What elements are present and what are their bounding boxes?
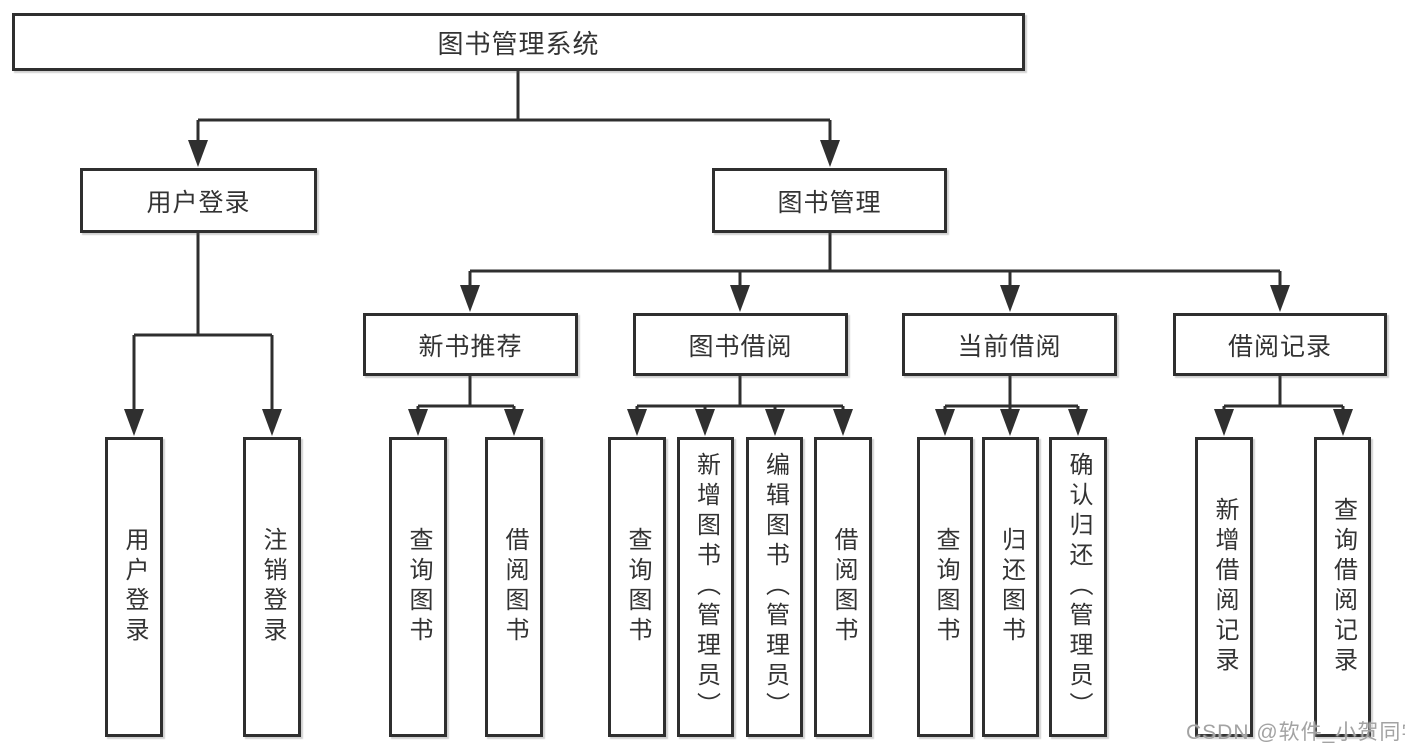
arrowhead-icon [820, 140, 840, 167]
node-label: 查询图书 [405, 527, 432, 647]
arrowhead-icon [1068, 409, 1088, 436]
node-new-book-recommend: 新书推荐 [363, 313, 578, 376]
node-book-management: 图书管理 [712, 168, 947, 233]
arrowhead-icon [1000, 285, 1020, 312]
node-user-login-branch: 用户登录 [80, 168, 317, 233]
leaf-records-query-record: 查询借阅记录 [1314, 437, 1371, 737]
node-current-borrowing: 当前借阅 [902, 313, 1117, 376]
node-label: 借阅图书 [830, 527, 857, 647]
arrowhead-icon [935, 409, 955, 436]
leaf-borrow-edit-books-admin: 编辑图书（管理员） [746, 437, 803, 737]
leaf-logout: 注销登录 [243, 437, 301, 737]
node-label: 当前借阅 [957, 332, 1062, 361]
arrowhead-icon [833, 409, 853, 436]
node-label: 归还图书 [997, 527, 1025, 647]
node-book-borrowing: 图书借阅 [633, 313, 848, 376]
node-label: 用户登录 [146, 188, 251, 217]
node-label: 图书借阅 [688, 332, 793, 361]
leaf-records-add-record: 新增借阅记录 [1195, 437, 1253, 737]
leaf-user-login: 用户登录 [105, 437, 163, 737]
arrowhead-icon [188, 140, 208, 167]
leaf-newbook-query-books: 查询图书 [389, 437, 447, 737]
arrowhead-icon [124, 409, 144, 436]
node-borrowing-records: 借阅记录 [1173, 313, 1387, 376]
arrowhead-icon [460, 285, 480, 312]
arrowhead-icon [695, 409, 715, 436]
arrowhead-icon [1000, 409, 1020, 436]
node-label: 查询借阅记录 [1329, 497, 1357, 677]
connector-records-to-leaves [1214, 376, 1353, 436]
leaf-newbook-borrow-books: 借阅图书 [485, 437, 543, 737]
csdn-watermark: CSDN @软件_小贺同学 [1186, 721, 1405, 744]
node-label: 用户登录 [121, 527, 148, 647]
connector-current-to-leaves [935, 376, 1088, 436]
leaf-borrow-add-books-admin: 新增图书（管理员） [677, 437, 734, 737]
node-label: 借阅记录 [1227, 332, 1332, 361]
node-label: 注销登录 [259, 527, 286, 647]
arrowhead-icon [1333, 409, 1353, 436]
node-label: 查询图书 [932, 527, 959, 647]
connector-root-to-level1 [188, 70, 840, 167]
arrowhead-icon [627, 409, 647, 436]
node-label: 编辑图书（管理员） [761, 452, 789, 722]
connector-bookmgmt-to-level2 [460, 233, 1290, 312]
arrowhead-icon [730, 285, 750, 312]
arrowhead-icon [408, 409, 428, 436]
node-label: 确认归还（管理员） [1065, 452, 1092, 722]
arrowhead-icon [765, 409, 785, 436]
node-label: 借阅图书 [501, 527, 528, 647]
arrowhead-icon [1270, 285, 1290, 312]
node-label: 图书管理系统 [437, 28, 600, 59]
connector-borrow-to-leaves [627, 376, 853, 436]
connector-newbook-to-leaves [408, 376, 524, 436]
node-library-system: 图书管理系统 [12, 13, 1025, 71]
connector-userlogin-to-leaves [124, 233, 282, 436]
node-label: 查询图书 [624, 527, 651, 647]
node-label: 图书管理 [777, 188, 882, 217]
arrowhead-icon [1214, 409, 1234, 436]
leaf-current-query-books: 查询图书 [917, 437, 973, 737]
leaf-current-confirm-return-admin: 确认归还（管理员） [1049, 437, 1107, 737]
node-label: 新增图书（管理员） [692, 452, 720, 722]
leaf-current-return-books: 归还图书 [982, 437, 1039, 737]
node-label: 新增借阅记录 [1211, 497, 1238, 677]
leaf-borrow-borrow-books: 借阅图书 [814, 437, 872, 737]
arrowhead-icon [262, 409, 282, 436]
node-label: 新书推荐 [418, 332, 523, 361]
leaf-borrow-query-books: 查询图书 [608, 437, 666, 737]
arrowhead-icon [504, 409, 524, 436]
